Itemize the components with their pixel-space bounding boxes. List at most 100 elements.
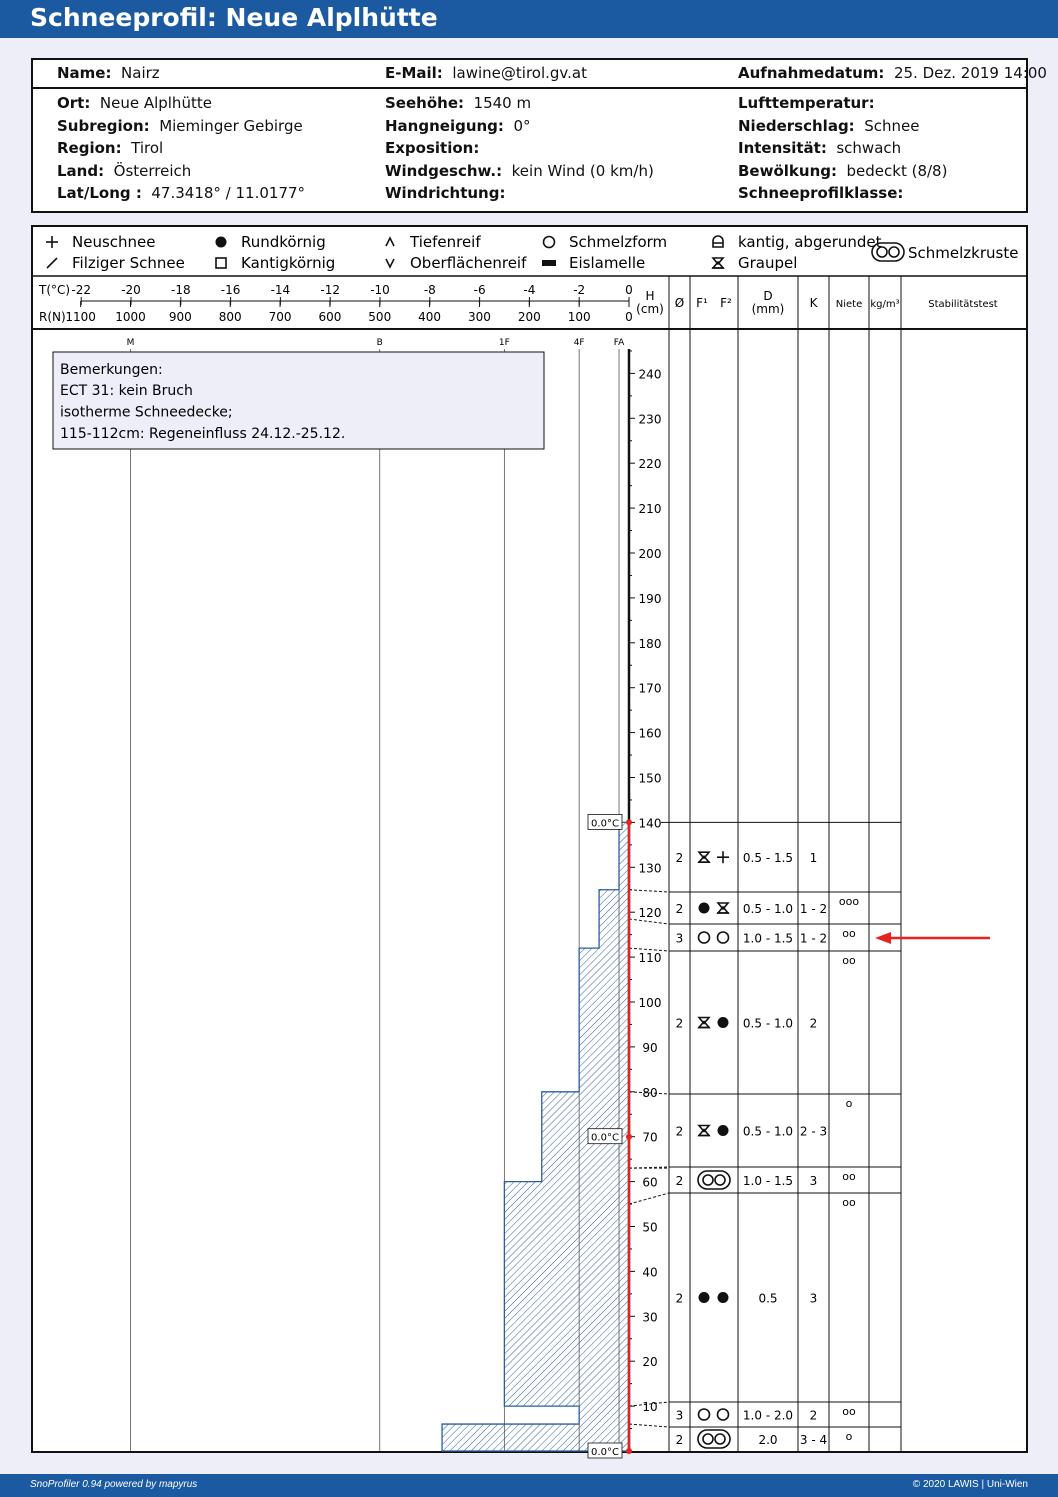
height-tick: 180 [639, 637, 662, 651]
grain-shape-icon [697, 1124, 711, 1137]
height-tick: 100 [639, 996, 662, 1010]
layer-grain-size: 0.5 - 1.0 [743, 1125, 793, 1139]
temperature-tick: -20 [121, 283, 141, 297]
legend-label-schmelzkruste: Schmelzkruste [908, 244, 1018, 262]
filziger-schnee-icon [46, 257, 58, 269]
resistance-tick: 700 [269, 310, 292, 324]
col1-field-4: Lat/Long : 47.3418° / 11.0177° [57, 184, 306, 202]
temperature-label: 0.0°C [591, 818, 619, 829]
legend-label-kantig_abgerundet: kantig, abgerundet [738, 233, 882, 251]
page-title: Schneeprofil: Neue Alplhütte [30, 3, 438, 32]
resistance-tick: 300 [468, 310, 491, 324]
height-tick: 150 [639, 772, 662, 786]
layer-k: 1 [810, 851, 818, 865]
layer-diameter: 2 [676, 851, 684, 865]
height-tick: 90 [642, 1041, 657, 1055]
grain-shape-icon [698, 902, 710, 914]
resistance-tick: 800 [219, 310, 242, 324]
col2-field-4: Windrichtung: [385, 184, 506, 202]
temperature-label: 0.0°C [591, 1133, 619, 1144]
grain-shape-icon [716, 902, 730, 914]
resistance-tick: 500 [368, 310, 391, 324]
layer-diameter: 2 [676, 1125, 684, 1139]
col2-field-1: Hangneigung: 0° [385, 116, 531, 135]
layer-k: 2 [810, 1409, 818, 1423]
kantig-abgerundet-icon [712, 235, 724, 248]
rundkoernig-icon [215, 236, 227, 248]
layer-grain-size: 0.5 [758, 1292, 777, 1306]
tiefenreif-icon [385, 236, 395, 247]
temperature-tick: -14 [271, 283, 291, 297]
graupel-icon [711, 257, 725, 269]
height-tick: 20 [642, 1355, 657, 1369]
stability-header: Stabilitätstest [928, 299, 998, 310]
layer-diameter: 2 [676, 1292, 684, 1306]
layer-grain-size: 1.0 - 1.5 [743, 1174, 793, 1188]
grain-shape-icon [697, 1429, 731, 1449]
layer-diameter: 2 [676, 1174, 684, 1188]
email-field: E-Mail: lawine@tirol.gv.at [385, 64, 587, 82]
resistance-tick: 100 [568, 310, 591, 324]
f1-header: F¹ [696, 296, 708, 310]
col3-field-4: Schneeprofilklasse: [738, 184, 904, 202]
height-tick: 220 [639, 457, 662, 471]
layer-diameter: 3 [676, 1409, 684, 1423]
grain-shape-icon [716, 1408, 730, 1421]
temperature-tick: -16 [221, 283, 241, 297]
grain-shape-icon [697, 1408, 711, 1421]
resistance-tick: 200 [518, 310, 541, 324]
oberflaechenreif-icon [385, 258, 395, 269]
col1-field-2: Region: Tirol [57, 139, 164, 157]
footer-bar: SnoProfiler 0.94 powered by mapyrus © 20… [0, 1474, 1058, 1497]
temperature-point [626, 1133, 632, 1140]
height-tick: 110 [639, 951, 662, 965]
height-column-header: H [645, 289, 654, 303]
name-field: Name: Nairz [57, 64, 160, 82]
temperature-tick: -10 [370, 283, 390, 297]
height-tick: 240 [639, 367, 662, 381]
temperature-point [626, 819, 632, 826]
legend-label-neuschnee: Neuschnee [72, 233, 156, 251]
layer-k: 3 [810, 1174, 818, 1188]
resistance-axis-label: R(N) [39, 310, 66, 324]
grain-shape-icon [717, 1292, 729, 1303]
col3-field-0: Lufttemperatur: [738, 94, 875, 112]
hardness-mark: 4F [574, 338, 585, 348]
comment-line: 115-112cm: Regeneinfluss 24.12.-25.12. [60, 426, 345, 442]
header-panel: Name: Nairz E-Mail: lawine@tirol.gv.at A… [31, 58, 1047, 213]
col3-field-1: Niederschlag: Schnee [738, 116, 920, 135]
d-unit: (mm) [752, 302, 785, 316]
height-tick: 190 [639, 592, 662, 606]
col3-field-3: Bewölkung: bedeckt (8/8) [738, 161, 948, 180]
niete-header: Niete [836, 299, 862, 310]
temperature-axis-label: T(°C) [38, 283, 70, 297]
height-tick: 140 [639, 816, 662, 830]
layer-niete: o [846, 1097, 853, 1110]
height-tick: 70 [642, 1131, 657, 1145]
layer-niete: oo [842, 1405, 856, 1418]
layer-niete: oo [842, 1196, 856, 1209]
layer-niete: o [846, 1430, 853, 1443]
d-header: D [763, 289, 772, 303]
layer-grain-size: 2.0 [758, 1433, 777, 1447]
resistance-tick: 600 [318, 310, 341, 324]
grain-shape-icon [717, 851, 729, 864]
col3-field-2: Intensität: schwach [738, 139, 902, 157]
hardness-profile [441, 821, 630, 1452]
height-tick: 130 [639, 861, 662, 875]
col1-field-1: Subregion: Mieminger Gebirge [57, 116, 303, 135]
layer-k: 3 - 4 [800, 1433, 827, 1447]
layer-grain-size: 0.5 - 1.0 [743, 1017, 793, 1031]
legend-label-kantigkoernig: Kantigkörnig [241, 254, 335, 272]
neuschnee-icon [46, 236, 58, 248]
layer-niete: oo [842, 927, 856, 940]
layer-grain-size: 0.5 - 1.0 [743, 902, 793, 916]
density-header: kg/m³ [870, 299, 899, 310]
col1-field-3: Land: Österreich [57, 161, 192, 180]
layer-niete: ooo [839, 895, 859, 908]
resistance-tick: 1100 [65, 310, 96, 324]
